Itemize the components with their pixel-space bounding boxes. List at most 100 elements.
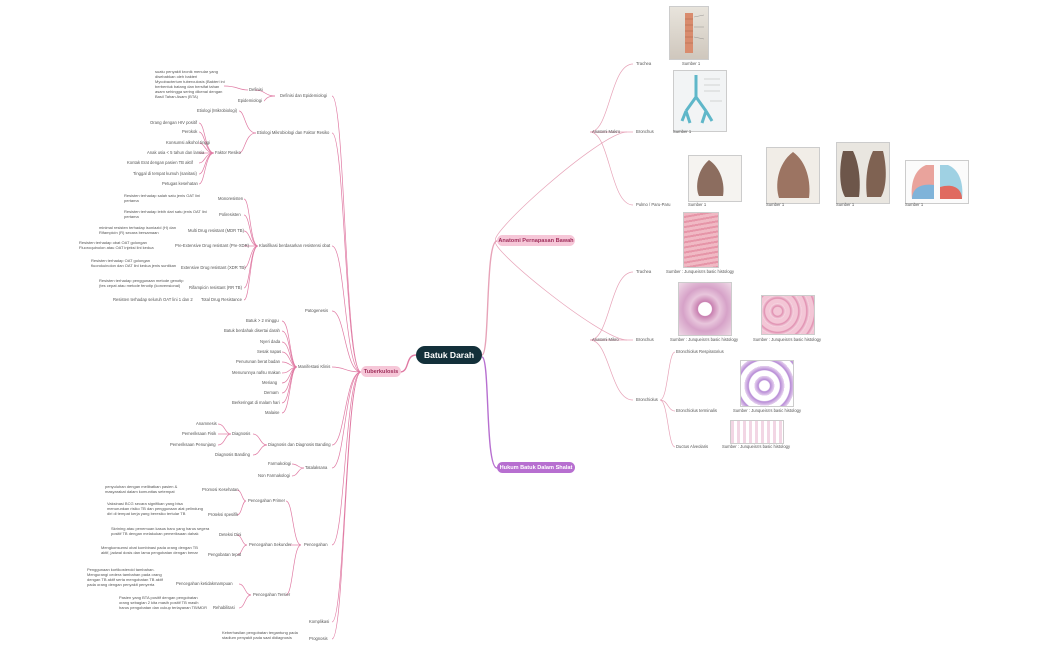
manifestasi-item[interactable]: Menurunnya nafsu makan [232, 370, 281, 375]
manifestasi-item[interactable]: Batuk berdahak disertai darah [224, 328, 280, 333]
manifestasi-item[interactable]: Demam [264, 390, 279, 395]
mikro-bronchus[interactable]: Bronchus [636, 337, 654, 342]
sumber-label: Sumber 1 [688, 202, 707, 207]
sumber-label: Sumber 1 [836, 202, 855, 207]
sumber-label: Sumber : Junqueira's basic histology [670, 337, 739, 342]
sekunder-label[interactable]: Deteksi Dini [219, 532, 242, 537]
etiologi-group[interactable]: Etiologi Mikrobiologi dan Faktor Resiko [257, 130, 330, 135]
tuberkulosis-topic[interactable]: Tuberkulosis [361, 366, 401, 377]
tatalaksana-item[interactable]: Non Farmakologi [258, 473, 290, 478]
klas-label[interactable]: Monoresisten [218, 196, 244, 201]
patogenesis-node[interactable]: Patogenesis [305, 308, 329, 313]
diagnosis-group[interactable]: Diagnosis dan Diagnosis Banding [268, 442, 331, 447]
klas-label[interactable]: Rifampicin resistant (RR TB) [189, 285, 242, 290]
faktor-item[interactable]: Tinggal di tempat kumuh (sanitasi) [133, 171, 197, 176]
anatomi-mikro-node[interactable]: Anatomi Mikro [592, 337, 619, 342]
primer-label[interactable]: Proteksi spesifik [208, 512, 239, 517]
bronchus-illustration [673, 70, 727, 132]
anatomi-makro-node[interactable]: Anatomi Makro [592, 129, 621, 134]
tersier-desc: Pasien yang BTA positif dengan pengobata… [119, 595, 207, 610]
bronchiolus-terminalis[interactable]: Bronchiolus terminalis [676, 408, 717, 413]
klas-label[interactable]: Extensive Drug resistant (XDR TB) [181, 265, 246, 270]
lung-illustration-2 [766, 147, 820, 204]
pencegahan-tersier[interactable]: Pencegahan Tersier [253, 592, 291, 597]
sumber-label: Sumber 1 [905, 202, 924, 207]
ductus-histology [730, 420, 784, 444]
makro-trachea[interactable]: Trachea [636, 61, 652, 66]
primer-desc: penyuluhan dengan melibatkan pasien & ma… [105, 484, 178, 494]
diagnosis-banding-node[interactable]: Diagnosis Banding [215, 452, 250, 457]
definisi-group[interactable]: Definisi dan Epidemiologi [280, 93, 328, 98]
prognosis-node[interactable]: Prognosis [309, 636, 328, 641]
bronchiolus-respiratorius[interactable]: Bronchiolus Respiratorius [676, 349, 724, 354]
klas-desc: Resisten terhadap OAT golongan fluorokui… [91, 258, 177, 268]
sekunder-label[interactable]: Pengobatan tepat [208, 552, 242, 557]
manifestasi-item[interactable]: Meriang [262, 380, 278, 385]
bronchiolus-histology [740, 360, 794, 407]
root-topic[interactable]: Batuk Darah [416, 346, 482, 364]
makro-pulmo[interactable]: Pulmo / Paru-Paru [636, 202, 671, 207]
diagnosis-item[interactable]: Anamnesis [196, 421, 217, 426]
hukum-topic[interactable]: Hukum Batuk Dalam Shalat [497, 462, 575, 473]
faktor-item[interactable]: Anak usia < 5 tahun dan lansia [147, 150, 205, 155]
klasifikasi-group[interactable]: Klasifikasi berdasarkan resistensi obat [259, 243, 331, 248]
manifestasi-node[interactable]: Manifestasi Klinis [298, 364, 331, 369]
mikro-trachea[interactable]: Trachea [636, 269, 652, 274]
diagnosis-node[interactable]: Diagnosis [232, 431, 251, 436]
sumber-label: Sumber : Junqueira's basic histology [753, 337, 822, 342]
diagnosis-item[interactable]: Pemeriksaan Penunjang [170, 442, 216, 447]
sumber-label: Sumber : Junqueira's basic histology [666, 269, 735, 274]
pencegahan-primer[interactable]: Pencegahan Primer [248, 498, 286, 503]
klas-desc: Resisten terhadap lebih dari satu jenis … [124, 209, 207, 219]
sumber-label: Sumber : Junqueira's basic histology [733, 408, 802, 413]
epidemiologi-node[interactable]: Epidemiologi [238, 98, 262, 103]
diagnosis-item[interactable]: Pemeriksaan Fisik [182, 431, 217, 436]
prognosis-desc: Keberhasilan pengobatan tergantung pada … [222, 630, 298, 640]
sumber-label: Sumber 1 [682, 61, 701, 66]
manifestasi-item[interactable]: Sesak napas [257, 349, 282, 354]
makro-bronchus[interactable]: Bronchus [636, 129, 654, 134]
mikro-bronchiolus[interactable]: Bronchiolus [636, 397, 658, 402]
manifestasi-item[interactable]: Penurunan berat badan [236, 359, 281, 364]
klas-label[interactable]: Total Drug Resistance [201, 297, 242, 302]
sekunder-desc: Skrining atau penemuan kasus baru yang h… [111, 526, 210, 536]
trachea-illustration [669, 6, 709, 60]
manifestasi-item[interactable]: Berkeringat di malam hari [232, 400, 280, 405]
tersier-label[interactable]: Pencegahan ketidakmampuan [176, 581, 233, 586]
pencegahan-node[interactable]: Pencegahan [304, 542, 328, 547]
lung-illustration-3 [836, 142, 890, 204]
bronchus-histology-1 [678, 282, 732, 336]
primer-label[interactable]: Promosi Kesehatan [202, 487, 239, 492]
sumber-label: Sumber : Junqueira's basic histology [722, 444, 791, 449]
tersier-label[interactable]: Rehabilitasi [213, 605, 235, 610]
faktor-item[interactable]: Kontak Erat dengan pasien TB aktif [127, 160, 193, 165]
tersier-desc: Penggunaan kortikosteroid tambahan. Meng… [87, 567, 163, 587]
klas-desc: Resisten terhadap penggunaan metode geno… [99, 278, 184, 288]
klas-desc: Resisten terhadap obat OAT golongan Fluo… [79, 240, 154, 250]
manifestasi-item[interactable]: Nyeri dada [260, 339, 281, 344]
manifestasi-item[interactable]: Malaise [265, 410, 280, 415]
komplikasi-node[interactable]: Komplikasi [309, 619, 330, 624]
klas-label[interactable]: Pre-Extensive Drug resistant (Pre-XDR) [175, 243, 249, 248]
etiologi-node[interactable]: Etiologi (Mikrobiologi) [197, 108, 238, 113]
tatalaksana-node[interactable]: Tatalaksana [305, 465, 328, 470]
klas-label[interactable]: Multi Drug resistant (MDR TB) [188, 228, 244, 233]
definisi-text: suatu penyakit kronik menular yang diseb… [155, 69, 225, 99]
faktor-item[interactable]: Perokok [182, 129, 198, 134]
lung-illustration-1 [688, 155, 742, 202]
tatalaksana-item[interactable]: Farmakologi [268, 461, 292, 466]
faktor-item[interactable]: Konsumsi alkohol tinggi [166, 140, 210, 145]
ductus-alveolaris[interactable]: Ductus Alveolaris [676, 444, 709, 449]
manifestasi-item[interactable]: Batuk > 2 minggu [246, 318, 279, 323]
faktor-item[interactable]: Petugas kesehatan [162, 181, 198, 186]
definisi-node[interactable]: Definisi [249, 87, 263, 92]
bronchus-histology-2 [761, 295, 815, 335]
klas-label[interactable]: Poliresisten [219, 212, 241, 217]
pencegahan-sekunder[interactable]: Pencegahan Sekunder [249, 542, 292, 547]
faktor-item[interactable]: Orang dengan HIV positif [150, 120, 198, 125]
sekunder-desc: Mengkonsumsi obat kombinasi pada orang d… [101, 545, 198, 555]
anatomi-topic[interactable]: Anatomi Pernapasan Bawah [497, 235, 575, 246]
faktor-resiko-node[interactable]: Faktor Resiko [215, 150, 241, 155]
